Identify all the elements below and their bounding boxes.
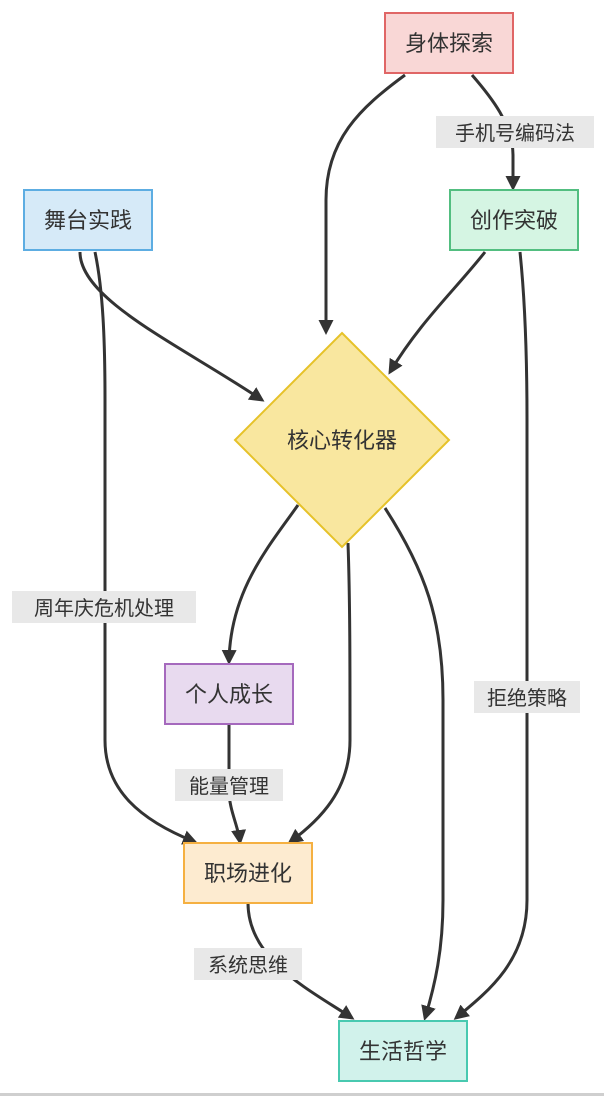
svg-text:生活哲学: 生活哲学	[359, 1040, 447, 1065]
svg-text:核心转化器: 核心转化器	[287, 429, 397, 454]
bottom-divider	[0, 1093, 604, 1096]
node-life-philosophy: 生活哲学	[338, 1020, 468, 1082]
node-body-exploration: 身体探索	[384, 12, 514, 74]
svg-text:系统思维: 系统思维	[208, 953, 288, 977]
edge-create-to-core	[388, 251, 487, 375]
svg-text:创作突破: 创作突破	[470, 209, 558, 234]
svg-text:手机号编码法: 手机号编码法	[455, 121, 575, 145]
svg-text:能量管理: 能量管理	[189, 774, 269, 798]
svg-text:身体探索: 身体探索	[405, 32, 493, 57]
edge-stage-to-career	[93, 251, 198, 845]
edge-stage-to-core	[78, 251, 265, 402]
edge-label-phone: 手机号编码法	[436, 116, 594, 148]
node-creative-breakthrough: 创作突破	[449, 189, 579, 251]
edge-core-to-career	[287, 542, 352, 844]
edge-create-to-life	[453, 251, 529, 1020]
svg-text:拒绝策略: 拒绝策略	[487, 686, 567, 710]
edge-label-crisis: 周年庆危机处理	[12, 591, 196, 623]
svg-text:舞台实践: 舞台实践	[44, 209, 132, 234]
edge-core-to-growth	[221, 504, 300, 665]
node-core-converter: 核心转化器	[233, 331, 451, 549]
edge-label-energy: 能量管理	[175, 769, 283, 801]
svg-text:个人成长: 个人成长	[185, 683, 273, 708]
edge-label-refuse: 拒绝策略	[474, 681, 580, 713]
edge-label-system: 系统思维	[194, 948, 302, 980]
edge-core-to-life	[383, 507, 445, 1021]
node-stage-practice: 舞台实践	[23, 189, 153, 251]
node-career-evolution: 职场进化	[183, 842, 313, 904]
svg-text:职场进化: 职场进化	[204, 862, 292, 887]
svg-text:周年庆危机处理: 周年庆危机处理	[34, 596, 174, 620]
node-personal-growth: 个人成长	[164, 663, 294, 725]
edge-body-to-core	[318, 73, 406, 335]
